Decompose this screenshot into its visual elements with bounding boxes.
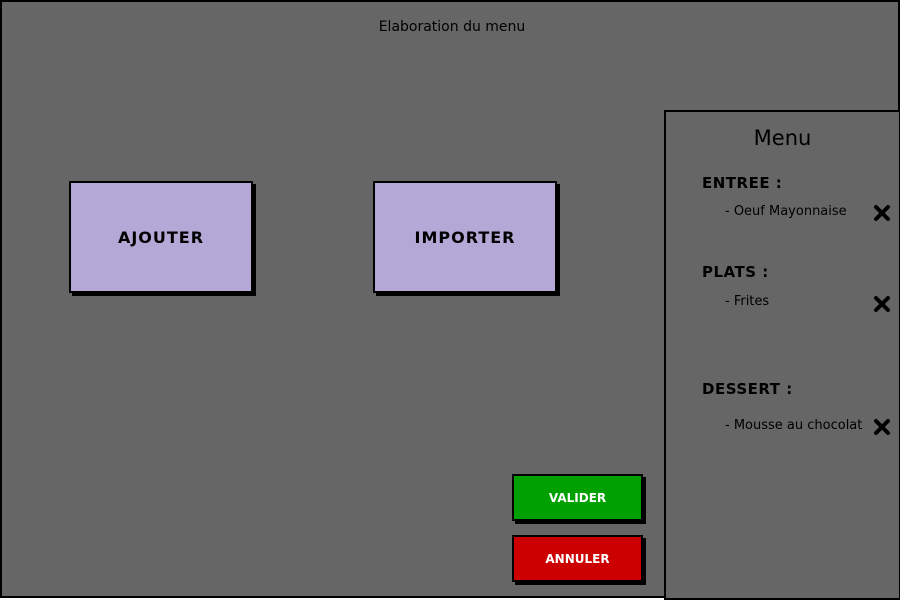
page-title: Elaboration du menu (378, 19, 526, 35)
section-label-plats: PLATS : (702, 263, 769, 281)
close-icon[interactable] (873, 295, 891, 313)
menu-panel: Menu ENTREE : - Oeuf Mayonnaise PLATS : … (664, 110, 900, 600)
annuler-button[interactable]: ANNULER (512, 535, 643, 582)
close-icon[interactable] (873, 418, 891, 436)
section-label-dessert: DESSERT : (702, 380, 793, 398)
valider-button[interactable]: VALIDER (512, 474, 643, 521)
ajouter-button[interactable]: AJOUTER (69, 181, 253, 293)
importer-button[interactable]: IMPORTER (373, 181, 557, 293)
menu-title: Menu (753, 126, 812, 150)
section-label-entree: ENTREE : (702, 174, 783, 192)
close-icon[interactable] (873, 204, 891, 222)
menu-item-dessert: - Mousse au chocolat (725, 418, 863, 433)
menu-item-entree: - Oeuf Mayonnaise (725, 204, 847, 219)
menu-item-plats: - Frites (725, 294, 770, 309)
